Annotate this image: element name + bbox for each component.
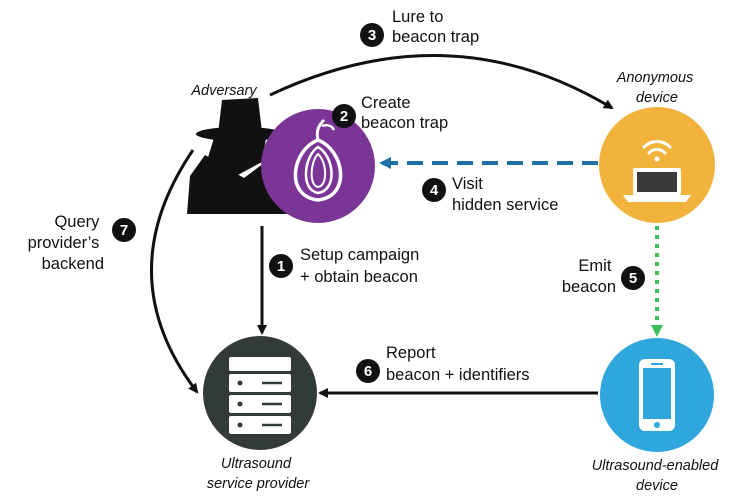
svg-text:Setup campaign + obtain: Setup campaign + obtain beacon [300,246,424,286]
svg-text:Visit hidden service: Visit hidden service [452,175,558,214]
svg-text:Emit beacon: Emit beacon [562,257,616,296]
step-3: 3 Lure to beacon trap [360,8,479,47]
step-2: 2 Create beacon trap [332,94,448,132]
server-icon [229,357,291,434]
svg-text:Create beacon trap: Create beacon trap [361,94,448,132]
service-provider-label: Ultrasound service provider [207,456,311,492]
smartphone-icon [639,359,675,431]
svg-text:1: 1 [277,258,285,275]
ultrasound-enabled-device [600,338,714,452]
lure-arrow [269,54,614,110]
step-4: 4 Visit hidden service [422,175,558,214]
svg-text:3: 3 [368,27,376,44]
svg-text:2: 2 [340,108,348,125]
step-7: 7 Query provider’s backend [28,213,136,273]
svg-text:Report beacon + identifi: Report beacon + identifiers [386,344,530,384]
ultrasound-service-provider [203,336,317,450]
ultrasound-device-label: Ultrasound-enabled device [592,458,723,494]
tor-onion-icon [293,118,343,202]
svg-text:6: 6 [364,363,372,380]
step-5: 5 Emit beacon [562,257,645,296]
svg-text:7: 7 [120,222,128,239]
svg-text:5: 5 [629,270,637,287]
svg-text:4: 4 [430,182,439,199]
laptop-icon [623,168,691,202]
query-arrow [150,149,199,394]
adversary-label: Adversary [190,83,257,99]
svg-text:Query provider’s b: Query provider’s backend [28,213,104,273]
step-6: 6 Report beacon + identifiers [356,344,530,384]
step-1: 1 Setup campaign + obtain beacon [269,246,424,286]
svg-text:Lure to beacon trap: Lure to beacon trap [392,8,479,46]
anonymous-device-label: Anonymous device [616,70,698,106]
tor-hidden-service [261,109,375,223]
wifi-icon [642,140,672,162]
anonymous-device [599,107,715,223]
